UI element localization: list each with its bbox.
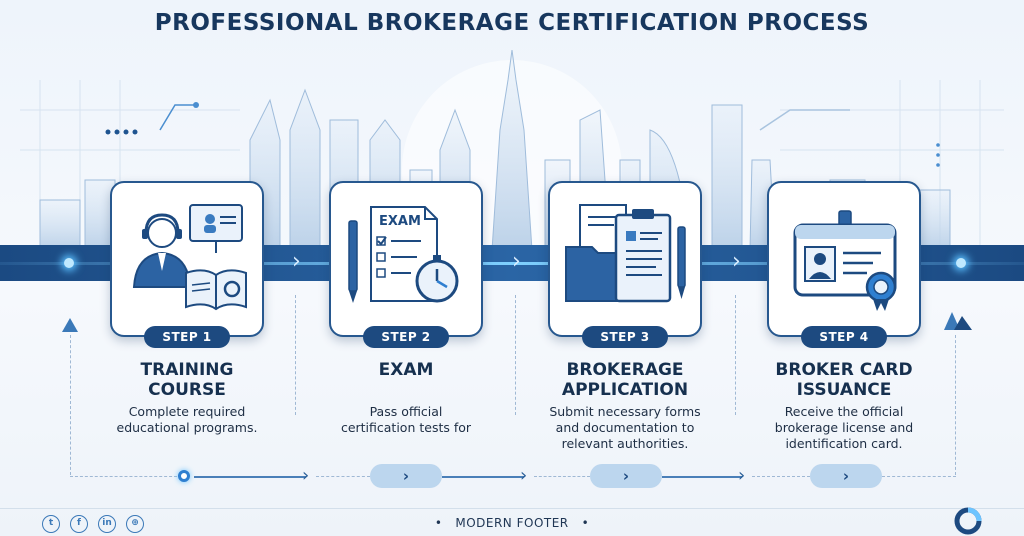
step-4-label: STEP 4 [801, 326, 887, 348]
flow-start-dot [178, 470, 190, 482]
step-2-title: EXAM [378, 360, 434, 380]
training-instructor-icon [132, 204, 247, 311]
flow-connector-1 [295, 295, 296, 415]
linkedin-icon[interactable]: in [98, 515, 116, 533]
step-1-card [110, 181, 264, 337]
step-2-description: Pass official certification tests for [340, 404, 472, 435]
svg-text:EXAM: EXAM [379, 214, 421, 229]
flow-connector-3 [735, 295, 736, 415]
flow-connector-left [70, 335, 71, 475]
step-3-card [548, 181, 702, 337]
band-end-dot [956, 258, 966, 268]
step-1-title: TRAINING COURSE [140, 360, 234, 400]
facebook-icon[interactable]: f [70, 515, 88, 533]
step-4-description: Receive the official brokerage license a… [774, 404, 914, 451]
flow-connector-right [955, 335, 956, 475]
triangle-marker-icon [62, 318, 78, 332]
flow-node-3: › [590, 464, 662, 488]
step-3-label: STEP 3 [582, 326, 668, 348]
exam-stopwatch-icon: EXAM [348, 206, 459, 303]
mountain-marker-icon [944, 312, 972, 330]
step-1-description: Complete required educational programs. [116, 404, 258, 435]
step-2-label: STEP 2 [363, 326, 449, 348]
id-card-badge-icon [793, 210, 897, 311]
footer-bullet-left-icon: • [434, 516, 456, 530]
band-arrow-2: › [512, 249, 521, 274]
flow-line-5 [662, 476, 742, 478]
flow-line-start [70, 476, 182, 477]
step-4-title: BROKER CARD ISSUANCE [775, 360, 913, 400]
application-documents-icon [565, 204, 686, 303]
flow-node-2: › [370, 464, 442, 488]
step-3-description: Submit necessary forms and documentation… [549, 404, 701, 451]
flow-arrow-3: › [738, 465, 746, 486]
band-arrow-1: › [292, 249, 301, 274]
globe-icon[interactable]: ⊕ [126, 515, 144, 533]
band-start-dot [64, 258, 74, 268]
footer-bullet-right-icon: • [568, 516, 590, 530]
step-1-label: STEP 1 [144, 326, 230, 348]
footer-divider [0, 508, 1024, 509]
flow-arrow-2: › [520, 465, 528, 486]
page-title: PROFESSIONAL BROKERAGE CERTIFICATION PRO… [154, 10, 870, 36]
process-band-glow [0, 262, 1024, 265]
footer-text: • MODERN FOOTER • [0, 516, 1024, 530]
step-2-card: EXAM [329, 181, 483, 337]
flow-line-2 [316, 476, 370, 477]
flow-line-1 [194, 476, 306, 478]
step-3-title: BROKERAGE APPLICATION [561, 360, 689, 400]
flow-line-6 [752, 476, 810, 477]
twitter-icon[interactable]: t [42, 515, 60, 533]
step-4-card [767, 181, 921, 337]
flow-line-end [882, 476, 956, 477]
flow-node-4: › [810, 464, 882, 488]
brand-logo-icon [954, 507, 982, 535]
band-arrow-3: › [732, 249, 741, 274]
flow-arrow-1: › [302, 465, 310, 486]
flow-line-3 [442, 476, 524, 478]
flow-connector-2 [515, 295, 516, 415]
flow-line-4 [534, 476, 590, 477]
footer-label: MODERN FOOTER [455, 516, 569, 530]
